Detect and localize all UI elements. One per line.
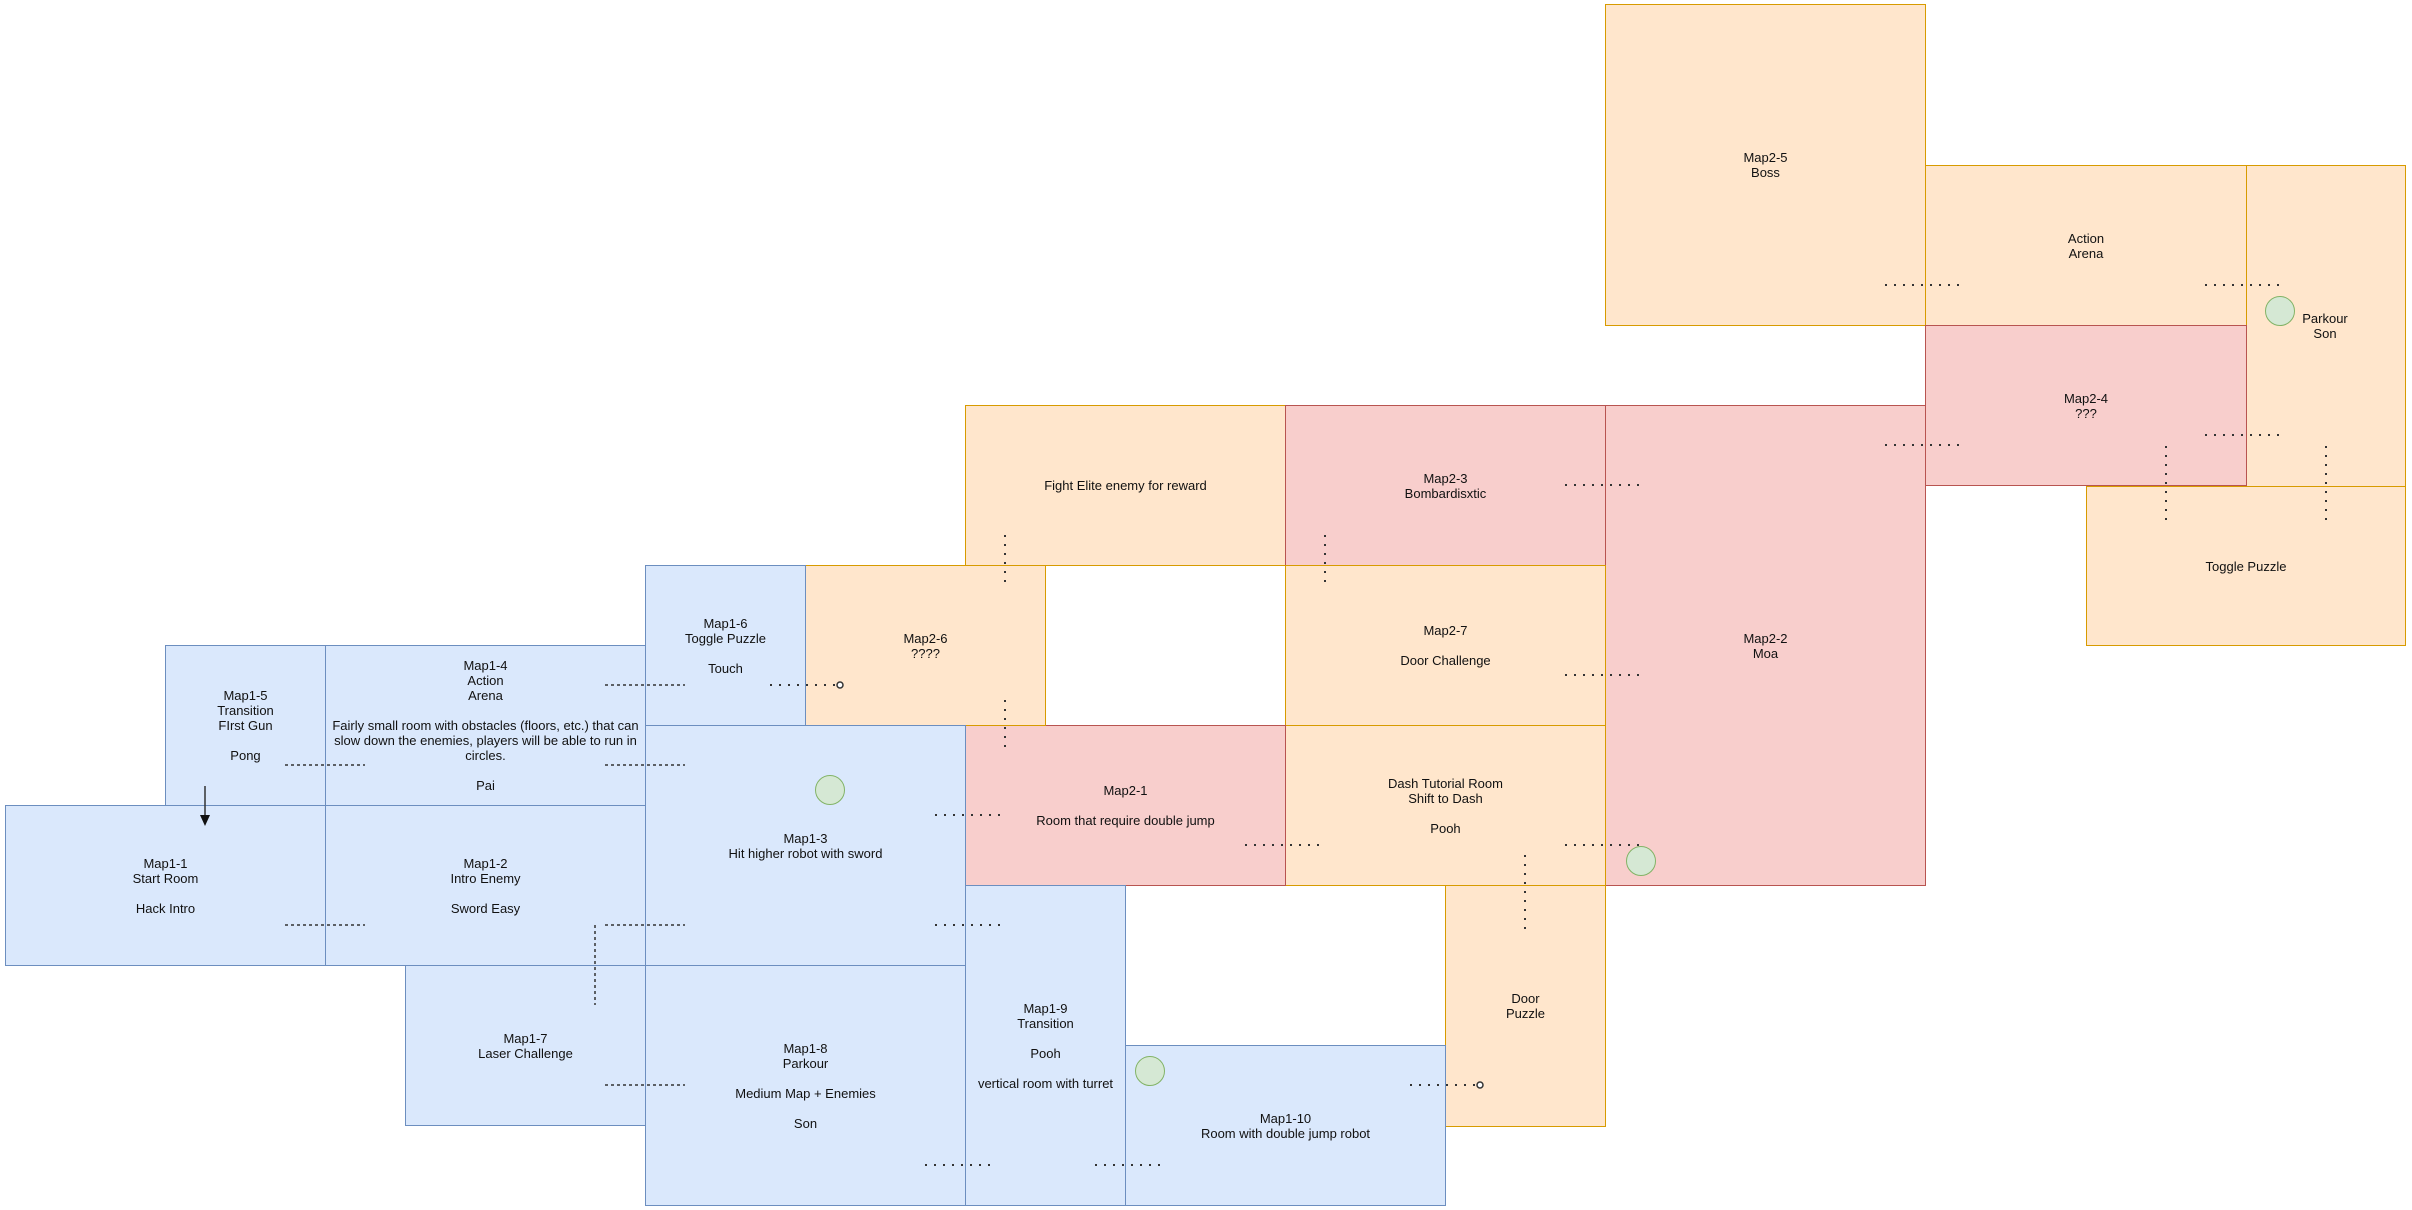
room-map1-3: Map1-3 Hit higher robot with sword bbox=[645, 725, 966, 966]
marker-circle bbox=[815, 775, 845, 805]
room-map1-2: Map1-2 Intro Enemy Sword Easy bbox=[325, 805, 646, 966]
room-map1-10: Map1-10 Room with double jump robot bbox=[1125, 1045, 1446, 1206]
room-map1-1: Map1-1 Start Room Hack Intro bbox=[5, 805, 326, 966]
room-door-puzzle: Door Puzzle bbox=[1445, 885, 1606, 1127]
marker-circle bbox=[1626, 846, 1656, 876]
room-map1-7: Map1-7 Laser Challenge bbox=[405, 965, 646, 1126]
marker-circle bbox=[1135, 1056, 1165, 1086]
room-map2-7: Map2-7 Door Challenge bbox=[1285, 565, 1606, 726]
room-map2-3: Map2-3 Bombardisxtic bbox=[1285, 405, 1606, 566]
room-fight-elite: Fight Elite enemy for reward bbox=[965, 405, 1286, 566]
room-parkour-son: Parkour Son bbox=[2246, 165, 2406, 487]
room-map2-1: Map2-1 Room that require double jump bbox=[965, 725, 1286, 886]
room-map1-8: Map1-8 Parkour Medium Map + Enemies Son bbox=[645, 965, 966, 1206]
marker-circle bbox=[2265, 296, 2295, 326]
room-map1-9: Map1-9 Transition Pooh vertical room wit… bbox=[965, 885, 1126, 1206]
room-map2-2: Map2-2 Moa bbox=[1605, 405, 1926, 886]
room-map2-4: Map2-4 ??? bbox=[1925, 325, 2247, 486]
room-map2-5: Map2-5 Boss bbox=[1605, 4, 1926, 326]
room-action-arena-2: Action Arena bbox=[1925, 165, 2247, 326]
room-map1-6: Map1-6 Toggle Puzzle Touch bbox=[645, 565, 806, 726]
room-map1-5: Map1-5 Transition FIrst Gun Pong bbox=[165, 645, 326, 806]
room-dash-tutorial: Dash Tutorial Room Shift to Dash Pooh bbox=[1285, 725, 1606, 886]
room-toggle-puzzle-2: Toggle Puzzle bbox=[2086, 486, 2406, 646]
room-map1-4: Map1-4 Action Arena Fairly small room wi… bbox=[325, 645, 646, 806]
room-map2-6: Map2-6 ???? bbox=[805, 565, 1046, 726]
